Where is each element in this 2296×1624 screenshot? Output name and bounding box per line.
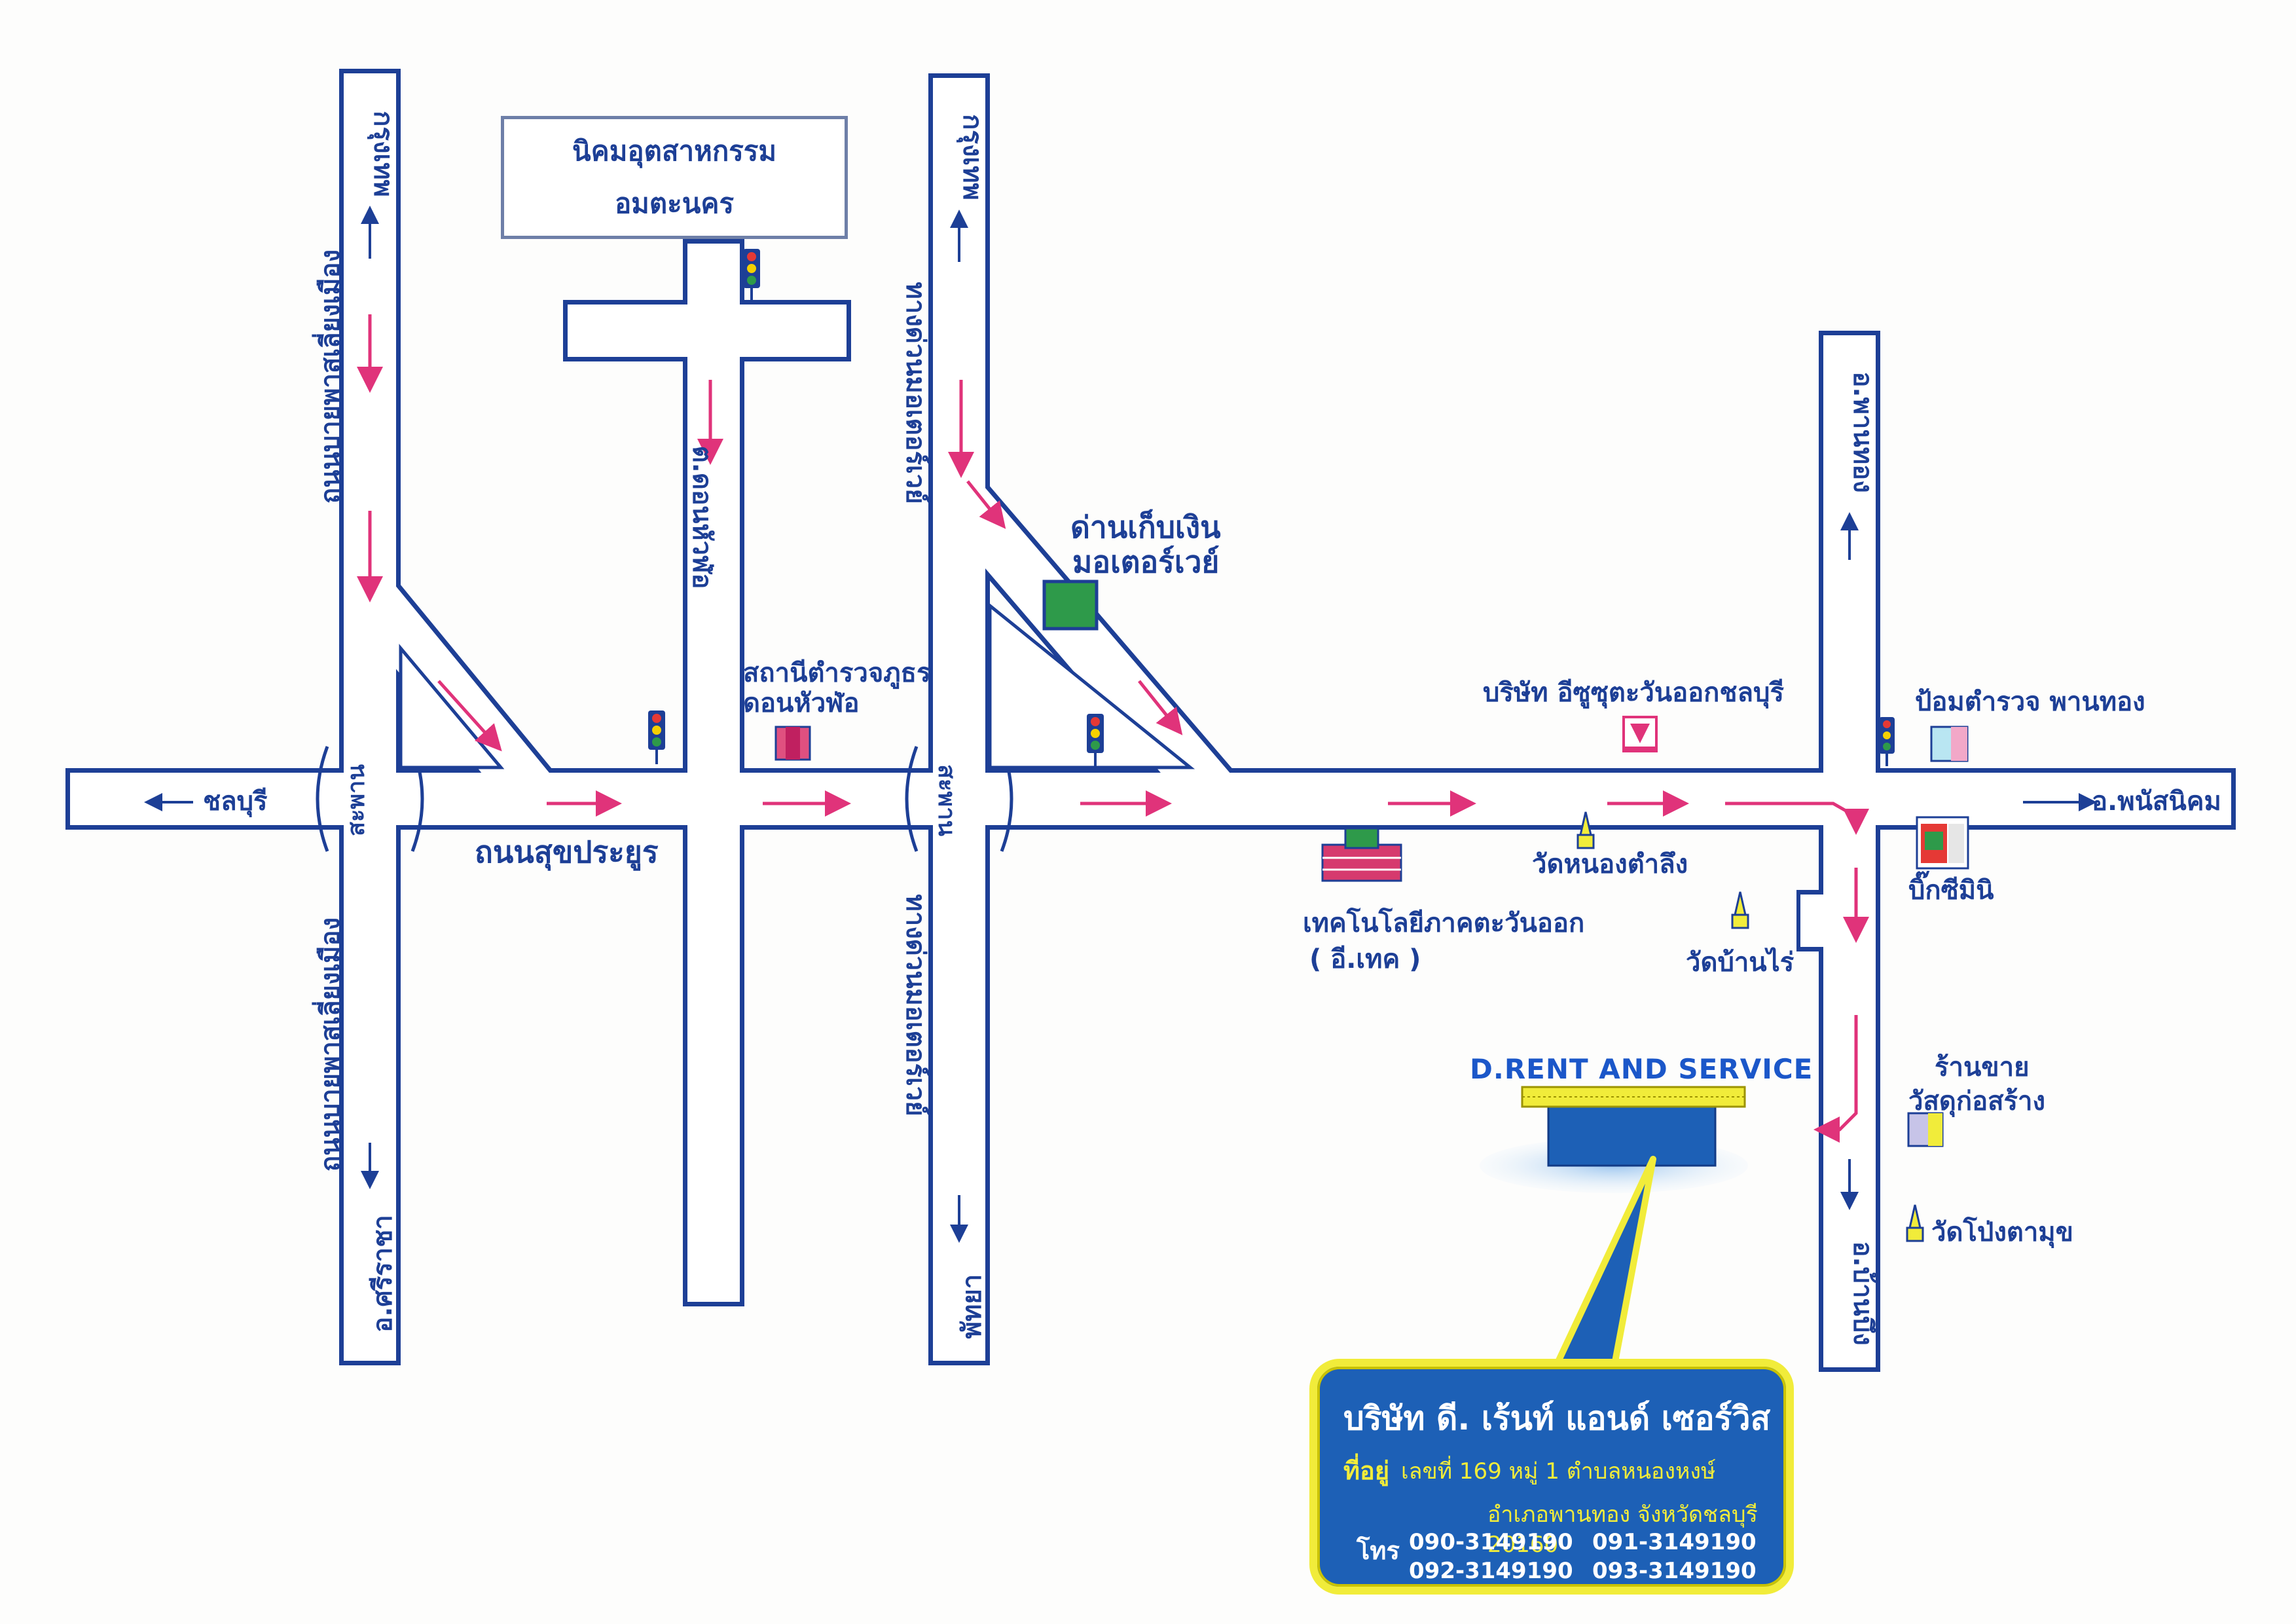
address-label: ที่อยู่ [1343,1456,1390,1485]
road-label-motorway-north: ทางด่วนมอเตอร์เวย์ [900,282,930,504]
road-label-bypass-north: ถนนบายพาสเลี่ยงเมือง [316,249,346,504]
direction-arrows [144,206,2097,1243]
road-label-motorway-south: ทางด่วนมอเตอร์เวย์ [900,894,930,1116]
traffic-light-icon [648,710,665,764]
road-label-sukhumvit: ถนนสุขประยูร [475,834,659,870]
temple-icon [1731,891,1749,929]
police-station-label-line-1: สถานีตำรวจภูธร [743,658,931,688]
toll-booth-icon [1042,580,1099,631]
etech-label-line-2: ( อี.เทค ) [1309,944,1421,974]
direction-phanat-nikhom: อ.พนัสนิคม [2092,786,2221,817]
direction-pattaya: พัทยา [957,1274,987,1339]
hardware-label-line-2: วัสดุก่อสร้าง [1908,1086,2045,1116]
temple-icon [1576,811,1595,849]
police-box-label: ป้อมตำรวจ พานทอง [1915,687,2145,717]
traffic-light-icon [743,249,760,303]
d-rent-building-icon [1480,1086,1748,1193]
isuzu-logo-icon [1622,716,1658,752]
direction-sriracha: อ.ศรีราชา [368,1215,398,1333]
temple-icon [1906,1204,1924,1242]
route-arrows [357,314,1869,1143]
bridge-label-mid: สะพาน [933,764,960,836]
police-station-label-line-2: ดอนหัวฬ่อ [743,688,860,718]
road-label-khon-hua-lo: ต.ดอนหัวฬ่อ [687,445,717,589]
toll-label-line-2: มอเตอร์เวย์ [1072,544,1220,580]
wat-pong-label: วัดโป่งตามุข [1931,1217,2073,1247]
estate-line-2: อมตะนคร [614,187,735,219]
company-title: D.RENT AND SERVICE [1470,1053,1813,1085]
traffic-light-icon [1087,714,1104,766]
phone-number: 091-3149190 [1592,1529,1757,1555]
direction-ban-bueng: อ.บ้านบึง [1848,1241,1878,1346]
toll-label-line-1: ด่านเก็บเงิน [1070,509,1221,545]
phone-label: โทร [1357,1536,1400,1565]
road-label-bypass-south: ถนนบายพาสเลี่ยงเมือง [316,917,346,1172]
etech-building-icon [1321,827,1402,882]
direction-bangkok-mid: กรุงเทพ [957,114,987,200]
company-info-card: บริษัท ดี. เร้นท์ แอนด์ เซอร์วิส ที่อยู่… [1309,1359,1794,1595]
isuzu-label: บริษัท อีซูซุตะวันออกชลบุรี [1483,678,1784,708]
road-fills [70,73,2231,1367]
bridge-label-left: สะพาน [343,764,370,836]
wat-ban-rai-label: วัดบ้านไร่ [1686,948,1795,978]
big-c-label: บิ๊กซีมินิ [1908,876,1994,906]
estate-line-1: นิคมอุตสาหกรรม [572,135,777,167]
big-c-store-icon [1916,816,1969,870]
wat-nong-tam-lueng-label: วัดหนองตำลึง [1532,849,1688,879]
amata-nakorn-estate-box: นิคมอุตสาหกรรม อมตะนคร [501,116,848,239]
direction-phan-thong: อ.พานทอง [1848,371,1878,493]
traffic-light-icon [1879,717,1895,766]
address-line-2: อำเภอพานทอง จังหวัดชลบุรี 20160 [1487,1502,1758,1558]
direction-chonburi: ชลบุรี [203,786,268,817]
hardware-label-line-1: ร้านขาย [1935,1052,2030,1082]
police-box-icon [1930,726,1969,762]
phone-number: 093-3149190 [1592,1558,1757,1584]
company-name: บริษัท ดี. เร้นท์ แอนด์ เซอร์วิส [1343,1399,1771,1437]
direction-bangkok-left: กรุงเทพ [368,111,398,197]
phone-number: 090-3149190 [1409,1529,1573,1555]
address-line-1: เลขที่ 169 หมู่ 1 ตำบลหนองหงษ์ [1401,1458,1716,1485]
hardware-store-icon [1907,1112,1944,1147]
phone-number: 092-3149190 [1409,1558,1573,1584]
police-station-icon [774,726,811,761]
etech-label-line-1: เทคโนโลยีภาคตะวันออก [1303,908,1585,938]
